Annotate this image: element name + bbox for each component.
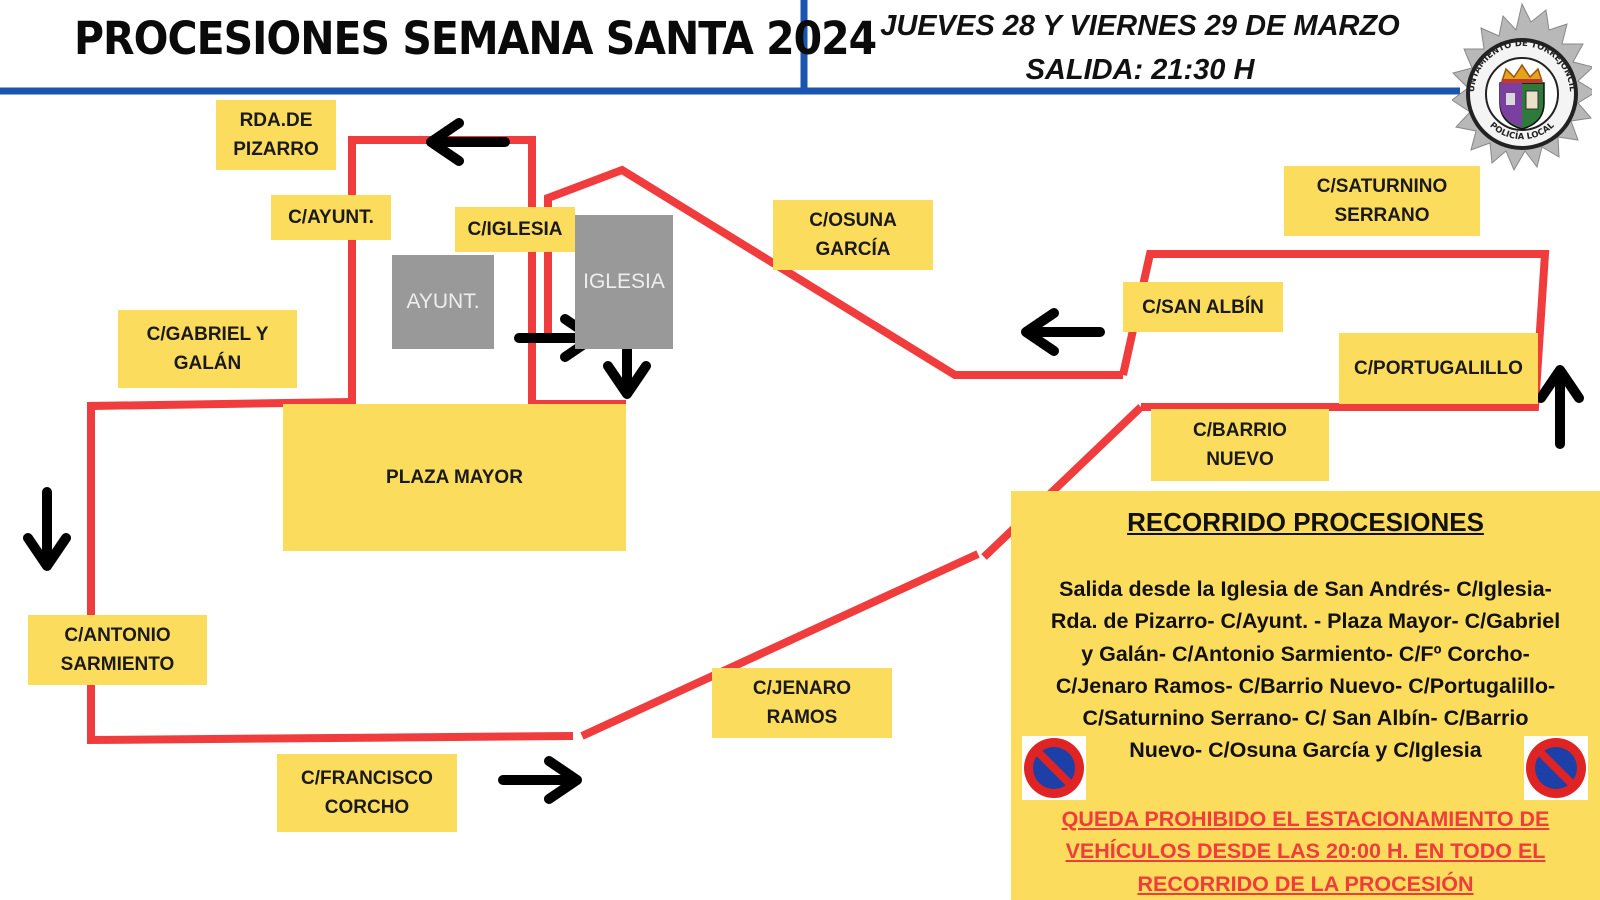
route-line: Nuevo- C/Osuna García y C/Iglesia — [1129, 738, 1482, 763]
route-line: C/Jenaro Ramos- C/Barrio Nuevo- C/Portug… — [1055, 673, 1556, 698]
route-line: y Galán- C/Antonio Sarmiento- C/Fº Corch… — [1081, 641, 1530, 666]
arrow-icon — [431, 123, 505, 161]
street-label-san-albin: C/SAN ALBÍN — [1123, 282, 1283, 332]
page-title: PROCESIONES SEMANA SANTA 2024 — [74, 12, 877, 65]
street-label-iglesia: C/IGLESIA — [455, 207, 575, 252]
arrow-icon — [28, 492, 66, 566]
date-line: JUEVES 28 Y VIERNES 29 DE MARZO — [880, 10, 1400, 42]
arrow-icon — [503, 761, 577, 799]
building-ayuntamiento: AYUNT. — [392, 255, 494, 349]
route-description: Salida desde la Iglesia de San Andrés- C… — [1019, 573, 1592, 767]
warning-line: QUEDA PROHIBIDO EL ESTACIONAMIENTO DE — [1061, 807, 1550, 831]
info-title: RECORRIDO PROCESIONES — [1127, 507, 1484, 537]
building-iglesia: IGLESIA — [575, 215, 673, 349]
arrow-icon — [1541, 370, 1579, 444]
plaza-mayor: PLAZA MAYOR — [283, 404, 626, 551]
warning-line: VEHÍCULOS DESDE LAS 20:00 H. EN TODO EL — [1065, 839, 1546, 864]
route-line: Salida desde la Iglesia de San Andrés- C… — [1059, 577, 1552, 601]
route-line: C/Saturnino Serrano- C/ San Albín- C/Bar… — [1082, 706, 1529, 731]
route-segment-jenaro-ramos — [580, 550, 980, 740]
departure-time: SALIDA: 21:30 H — [1025, 54, 1255, 86]
no-parking-icon — [1524, 736, 1588, 800]
street-label-ayuntamiento: C/AYUNT. — [271, 195, 391, 240]
no-parking-icon — [1022, 736, 1086, 800]
street-label-portugalillo: C/PORTUGALILLO — [1339, 333, 1538, 404]
route-info-panel: RECORRIDO PROCESIONES Salida desde la Ig… — [1011, 491, 1600, 900]
parking-warning: QUEDA PROHIBIDO EL ESTACIONAMIENTO DE VE… — [1021, 803, 1590, 900]
arrow-icon — [1026, 313, 1100, 351]
route-line: Rda. de Pizarro- C/Ayunt. - Plaza Mayor-… — [1050, 609, 1561, 634]
route-segment-plaza-to-corcho — [87, 398, 574, 745]
event-date: JUEVES 28 Y VIERNES 29 DE MARZO SALIDA: … — [820, 4, 1460, 92]
route-segment-barrio-nuevo-diagonal — [981, 404, 1144, 560]
warning-line: RECORRIDO DE LA PROCESIÓN — [1137, 871, 1474, 896]
coat-of-arms-icon — [1499, 63, 1545, 130]
police-badge-icon: AYUNTAMIENTO DE TORREJONCILLO POLICÍA LO… — [1452, 2, 1592, 172]
